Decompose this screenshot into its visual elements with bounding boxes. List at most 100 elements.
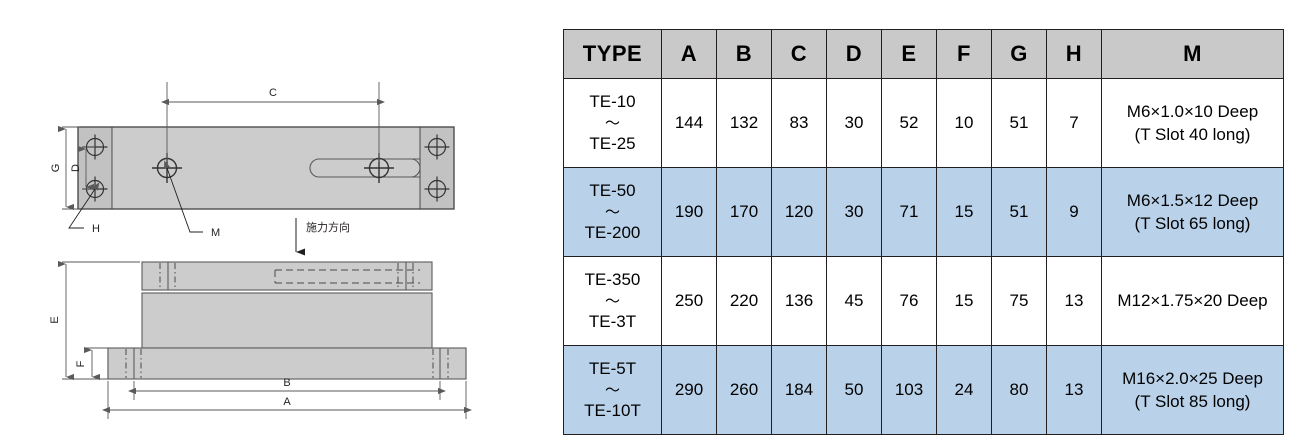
cell-f: 15 [936,167,992,257]
cell-type: TE-50 ～TE-200 [563,167,662,257]
type-range-from: TE-10 [589,92,636,112]
dimension-g: G [50,125,80,211]
technical-drawing-panel: C G D H [0,0,540,446]
cell-b: 260 [716,345,772,435]
type-range-separator: ～ [604,292,620,310]
dimension-a: A [101,381,473,419]
cell-e: 76 [881,256,937,346]
dimension-label-g: G [50,164,62,173]
cell-b: 170 [716,167,772,257]
type-range-from: TE-5T [588,359,637,379]
cell-f: 10 [936,78,992,168]
dimension-d: D [70,145,95,191]
dimension-label-d: D [70,164,82,172]
cell-h: 7 [1046,78,1102,168]
cell-b: 132 [716,78,772,168]
cell-a: 144 [661,78,717,168]
force-direction-label: 施力方向 [306,220,350,234]
cell-d: 45 [826,256,882,346]
top-view: C G D H [50,82,455,256]
type-range-separator: ～ [604,114,620,132]
cell-d: 30 [826,78,882,168]
table-header-row: TYPE A B C D E F G H M [563,29,1284,79]
cell-m: M6×1.0×10 Deep (T Slot 40 long) [1101,78,1284,168]
dimension-label-e: E [49,316,61,323]
type-range-to: TE-25 [589,133,636,153]
dimension-label-b: B [283,377,290,389]
cell-a: 190 [661,167,717,257]
dimension-label-f: F [75,360,87,367]
header-d: D [826,29,882,79]
type-range-to: TE-200 [584,222,641,242]
cell-d: 30 [826,167,882,257]
cell-type: TE-350 ～TE-3T [563,256,662,346]
dimension-b: B [127,377,447,400]
header-b: B [716,29,772,79]
cell-a: 290 [661,345,717,435]
cell-c: 83 [771,78,827,168]
leader-h: H [68,182,100,235]
type-range-separator: ～ [604,381,620,399]
cell-m: M12×1.75×20 Deep [1101,256,1284,346]
leader-label-m: M [211,227,220,239]
cell-a: 250 [661,256,717,346]
cell-c: 136 [771,256,827,346]
cell-type: TE-5T ～TE-10T [563,345,662,435]
cell-e: 103 [881,345,937,435]
dimension-c: C [160,82,386,162]
cell-g: 51 [991,167,1047,257]
type-range-to: TE-10T [584,400,641,420]
cell-f: 15 [936,256,992,346]
load-cell-drawing: C G D H [49,82,473,419]
beam-web [141,292,433,349]
cell-m: M6×1.5×12 Deep (T Slot 65 long) [1101,167,1284,257]
cell-b: 220 [716,256,772,346]
dimension-label-a: A [283,396,291,408]
type-range-to: TE-3T [588,311,637,331]
header-g: G [991,29,1047,79]
cell-type: TE-10 ～TE-25 [563,78,662,168]
hidden-lines [274,269,420,284]
header-e: E [881,29,937,79]
header-type: TYPE [563,29,662,79]
hole-top-right [424,134,450,160]
centerlines [125,263,449,378]
cell-h: 13 [1046,256,1102,346]
cell-e: 71 [881,167,937,257]
hole-bottom-right [424,176,450,202]
header-c: C [771,29,827,79]
type-range-separator: ～ [604,203,620,221]
force-direction-note: 施力方向 [295,218,350,256]
cell-c: 184 [771,345,827,435]
dimension-f: F [75,346,108,381]
step-lines [133,262,441,379]
header-h: H [1046,29,1102,79]
cell-e: 52 [881,78,937,168]
mounting-holes [82,134,450,202]
header-m: M [1101,29,1284,79]
cell-f: 24 [936,345,992,435]
cell-g: 80 [991,345,1047,435]
header-f: F [936,29,992,79]
header-a: A [661,29,717,79]
cell-h: 13 [1046,345,1102,435]
cell-d: 50 [826,345,882,435]
leader-label-h: H [92,223,100,235]
cell-m: M16×2.0×25 Deep (T Slot 85 long) [1101,345,1284,435]
cell-g: 51 [991,78,1047,168]
top-plate [141,261,433,291]
cell-c: 120 [771,167,827,257]
leader-m: M [164,160,220,239]
cell-g: 75 [991,256,1047,346]
cell-h: 9 [1046,167,1102,257]
type-range-from: TE-50 [589,181,636,201]
type-range-from: TE-350 [584,270,641,290]
dimension-label-c: C [269,87,277,99]
